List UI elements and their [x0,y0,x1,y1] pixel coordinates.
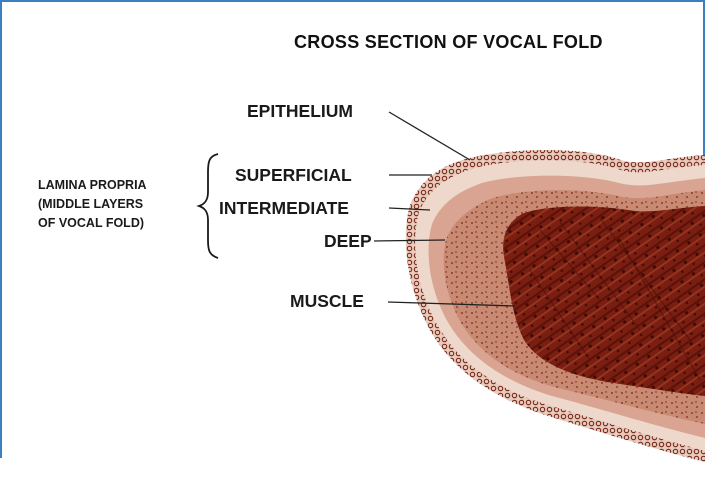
muscle-label: MUSCLE [290,291,364,311]
lamina-propria-label-line2: (MIDDLE LAYERS [38,197,143,211]
diagram-title: CROSS SECTION OF VOCAL FOLD [294,32,603,52]
epithelium-label: EPITHELIUM [247,101,353,121]
lamina-propria-brace [199,154,218,258]
lamina-propria-label-line1: LAMINA PROPRIA [38,178,147,192]
lamina-propria-label-line3: OF VOCAL FOLD) [38,216,144,230]
superficial-label: SUPERFICIAL [235,165,352,185]
intermediate-label: INTERMEDIATE [219,198,349,218]
epithelium-leader-line [389,112,470,160]
deep-label: DEEP [324,231,372,251]
